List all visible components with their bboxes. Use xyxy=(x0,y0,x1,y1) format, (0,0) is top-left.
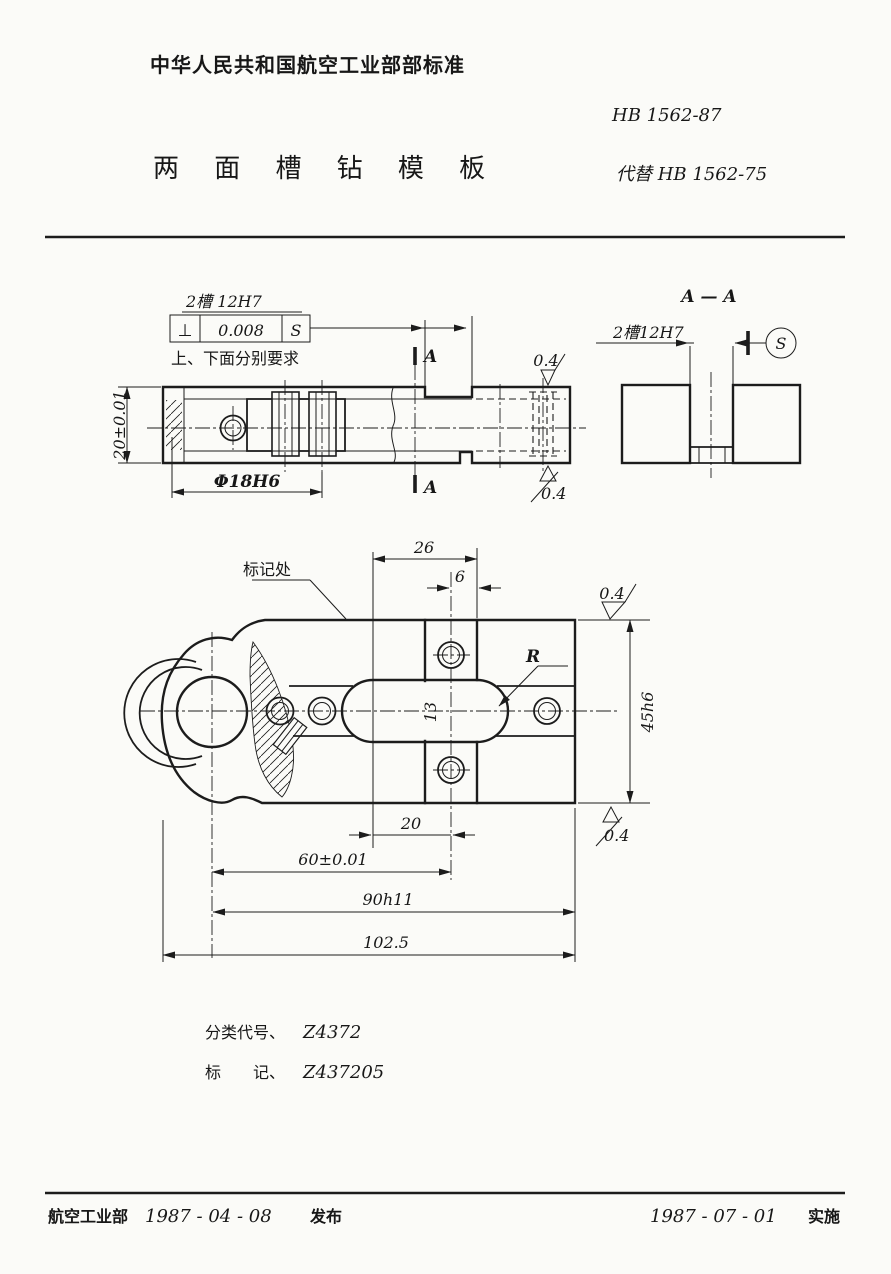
side-view: A A 2槽 12H7 ⊥ 0.008 S 上、下面分别要求 20±0.01 xyxy=(110,292,586,503)
fcf-datum: S xyxy=(291,321,302,340)
fcf-note: 上、下面分别要求 xyxy=(171,350,299,368)
roughness-bottom-side: 0.4 xyxy=(530,464,566,503)
roughness-top-plan-value: 0.4 xyxy=(599,584,624,603)
plan-outline xyxy=(160,618,577,805)
dim-bore-text: Φ18H6 xyxy=(214,472,281,492)
notes: 分类代号、 Z4372 标 记、 Z437205 xyxy=(205,1022,384,1083)
break-line xyxy=(391,387,396,463)
left-wall-hatch xyxy=(166,400,182,450)
bushing-2 xyxy=(308,391,337,457)
dim-bore: Φ18H6 xyxy=(171,437,323,498)
plan-hatch-wedge xyxy=(249,640,294,798)
header: 中华人民共和国航空工业部部标准 HB 1562-87 两 面 槽 钻 模 板 代… xyxy=(45,53,845,239)
roughness-bottom-side-value: 0.4 xyxy=(541,484,566,503)
wedge-bushing xyxy=(272,716,308,756)
footer-impl-word: 实施 xyxy=(808,1207,840,1226)
dim-90-text: 90h11 xyxy=(362,890,413,909)
class-code-label: 分类代号、 xyxy=(205,1024,285,1042)
supersedes-note: 代替 HB 1562-75 xyxy=(616,164,767,185)
plan-view: 标记处 26 6 R 13 45h6 xyxy=(123,538,657,962)
header-org-line: 中华人民共和国航空工业部部标准 xyxy=(150,53,465,77)
dim-thickness: 20±0.01 xyxy=(110,386,161,464)
dim-6: 6 xyxy=(427,567,501,592)
dim-20-text: 20 xyxy=(400,814,421,833)
roughness-bottom-plan: 0.4 xyxy=(595,805,629,847)
dim-thickness-text: 20±0.01 xyxy=(110,390,129,460)
roughness-top-plan: 0.4 xyxy=(599,583,637,620)
side-view-outline xyxy=(161,385,572,465)
datum-flag: S xyxy=(746,327,797,359)
slot-note: 2槽 12H7 xyxy=(185,292,263,311)
dim-102: 102.5 xyxy=(162,820,576,962)
dim-102-text: 102.5 xyxy=(363,933,409,952)
gdt-frame: 2槽 12H7 ⊥ 0.008 S 上、下面分别要求 xyxy=(169,292,473,386)
dim-45-text: 45h6 xyxy=(638,692,657,734)
roughness-bottom-plan-value: 0.4 xyxy=(604,826,629,845)
bushing-1 xyxy=(271,391,300,457)
datum-label: S xyxy=(776,334,787,353)
class-code-value: Z4372 xyxy=(302,1022,361,1043)
section-aa-view: A — A 2槽12H7 S xyxy=(596,287,802,478)
dim-45: 45h6 xyxy=(578,619,657,804)
marking-value: Z437205 xyxy=(302,1062,384,1083)
dim-26: 26 xyxy=(372,538,478,848)
roughness-top-side: 0.4 xyxy=(533,351,566,387)
mark-note-group: 标记处 xyxy=(243,561,347,620)
section-aa-title: A — A xyxy=(679,287,736,307)
dim-13-text: 13 xyxy=(421,702,440,722)
plan-holes xyxy=(265,641,561,784)
dim-60: 60±0.01 xyxy=(211,850,452,876)
page-title: 两 面 槽 钻 模 板 xyxy=(153,153,499,183)
dim-6-text: 6 xyxy=(455,567,465,586)
section-cut-line: A A xyxy=(413,347,437,498)
boss-ring-outer xyxy=(123,658,197,768)
dim-20: 20 xyxy=(349,814,475,842)
footer-org: 航空工业部 xyxy=(48,1207,128,1226)
dim-26-text: 26 xyxy=(413,538,434,557)
radius-callout: R xyxy=(498,647,568,707)
radius-label: R xyxy=(525,647,540,667)
footer-impl-date: 1987 - 07 - 01 xyxy=(650,1206,777,1227)
section-mark-top: A xyxy=(422,347,437,367)
standard-number: HB 1562-87 xyxy=(611,105,722,126)
footer-issue-date: 1987 - 04 - 08 xyxy=(145,1206,272,1227)
fcf-tolerance: 0.008 xyxy=(218,321,264,340)
boss-ring-inner xyxy=(138,666,203,760)
roughness-top-side-value: 0.4 xyxy=(533,351,558,370)
section-mark-bottom: A xyxy=(422,478,437,498)
mark-note: 标记处 xyxy=(243,561,291,579)
perpendicularity-icon: ⊥ xyxy=(178,321,193,340)
dim-60-text: 60±0.01 xyxy=(298,850,367,869)
hidden-bushing xyxy=(476,391,566,457)
section-slot-dim: 2槽12H7 xyxy=(612,323,684,342)
marking-label: 标 记、 xyxy=(205,1064,285,1082)
footer-issue-word: 发布 xyxy=(309,1207,342,1226)
footer: 航空工业部 1987 - 04 - 08 发布 1987 - 07 - 01 实… xyxy=(45,1191,845,1227)
dim-90: 90h11 xyxy=(212,808,576,962)
